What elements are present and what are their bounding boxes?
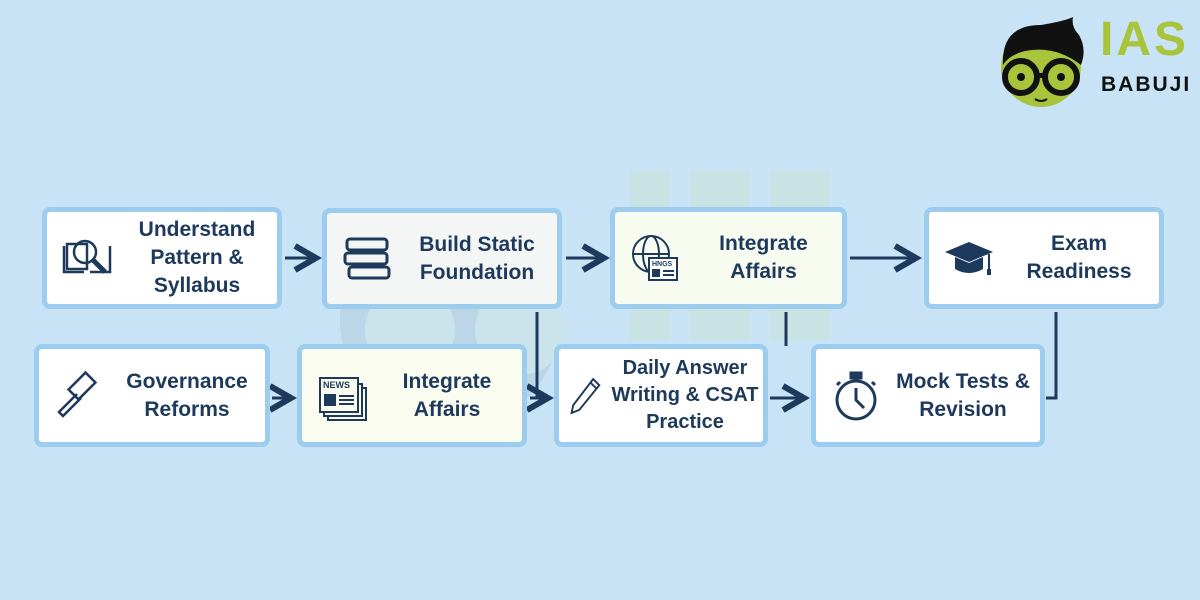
step-daily-answer-writing: Daily Answer Writing & CSAT Practice: [554, 344, 768, 447]
step-build-static: Build Static Foundation: [322, 208, 562, 309]
logo-ias-text: IAS: [1100, 13, 1190, 66]
globe-news-icon: HNGS: [632, 235, 678, 281]
step-exam-readiness: Exam Readiness: [924, 207, 1164, 309]
step-label: Understand Pattern & Syllabus: [138, 218, 256, 297]
step-label: Governance Reforms: [126, 369, 248, 421]
globe-news-text: HNGS: [652, 261, 673, 268]
step-governance-reforms: Governance Reforms: [34, 344, 270, 447]
step-understand-pattern: Understand Pattern & Syllabus: [42, 207, 282, 309]
news-text: NEWS: [323, 380, 350, 390]
step-label: Daily Answer Writing & CSAT Practice: [611, 357, 759, 433]
step-label: Mock Tests & Revision: [896, 369, 1030, 421]
logo-babuji-text: BABUJI: [1101, 73, 1192, 96]
connector-4-8: [1046, 312, 1058, 400]
step-integrate-affairs-bottom: NEWS Integrate Affairs: [297, 344, 527, 447]
step-integrate-affairs-top: HNGS Integrate Affairs: [610, 207, 847, 309]
step-mock-tests: Mock Tests & Revision: [811, 344, 1045, 447]
book-magnifier-icon: [62, 239, 112, 274]
step-label: Build Static Foundation: [419, 232, 535, 284]
stopwatch-icon: [835, 371, 877, 420]
ias-babuji-logo: [995, 15, 1195, 110]
books-stack-icon: [343, 237, 391, 279]
newspaper-icon: NEWS: [319, 376, 367, 421]
gavel-icon: [57, 370, 98, 418]
graduation-cap-icon: [945, 242, 993, 275]
step-label: Exam Readiness: [1026, 232, 1132, 283]
pencil-icon: [570, 377, 601, 414]
step-label: Integrate Affairs: [402, 369, 492, 421]
step-label: Integrate Affairs: [719, 232, 808, 283]
mascot-icon: [1001, 17, 1084, 107]
